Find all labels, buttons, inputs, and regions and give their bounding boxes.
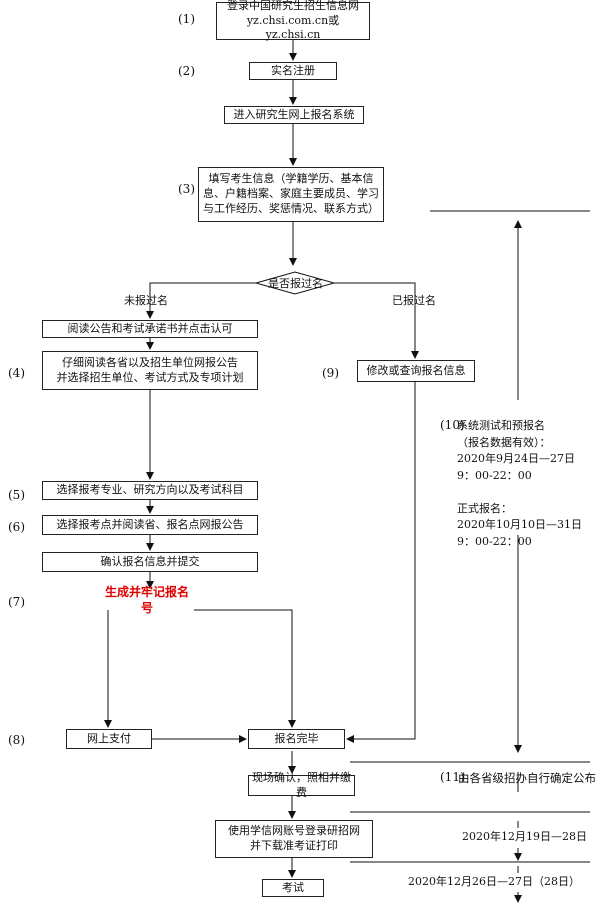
exam-date-label: 2020年12月26日—27日（28日） <box>408 875 580 888</box>
step-number-4: (4) <box>8 366 25 380</box>
registered-label: 已报过名 <box>392 294 436 307</box>
step-number-6: (6) <box>8 520 25 534</box>
download-ticket-box: 使用学信网账号登录研招网 并下载准考证打印 <box>215 820 373 858</box>
registration-complete-box: 报名完毕 <box>248 729 345 749</box>
step-number-9: (9) <box>322 366 339 380</box>
real-name-register-box: 实名注册 <box>249 62 337 80</box>
step-number-5: (5) <box>8 488 25 502</box>
login-website-box: 登录中国研究生招生信息网 yz.chsi.com.cn或yz.chsi.cn <box>216 0 370 41</box>
step-number-1: (1) <box>178 12 195 26</box>
schedule-10-text: 系统测试和预报名 （报名数据有效）： 2020年9月24日—27日 9：00-2… <box>457 419 582 548</box>
enter-system-box: 进入研究生网上报名系统 <box>224 106 364 124</box>
pay-online-box: 网上支付 <box>66 729 152 749</box>
read-carefully-box: 仔细阅读各省以及招生单位网报公告 并选择招生单位、考试方式及专项计划 <box>42 351 258 390</box>
step-number-2: (2) <box>178 64 195 78</box>
confirm-submit-box: 确认报名信息并提交 <box>42 552 258 572</box>
download-date-label: 2020年12月19日—28日 <box>462 830 587 843</box>
choose-site-box: 选择报考点并阅读省、报名点网报公告 <box>42 515 258 535</box>
step-number-10: (10) <box>440 418 465 432</box>
step-number-7: (7) <box>8 595 25 609</box>
not-registered-label: 未报过名 <box>124 294 168 307</box>
onsite-confirm-box: 现场确认，照相并缴费 <box>248 771 355 799</box>
step-number-3: (3) <box>178 182 195 196</box>
modify-query-box: 修改或查询报名信息 <box>357 360 475 382</box>
step-number-11: (11) <box>440 770 465 784</box>
generate-number-label: 生成并牢记报名号 <box>100 585 194 615</box>
schedule-11-text: 由各省级招办自行确定公布 <box>458 771 596 785</box>
exam-box: 考试 <box>262 879 324 897</box>
read-notice-box: 阅读公告和考试承诺书并点击认可 <box>42 320 258 338</box>
step-number-8: (8) <box>8 733 25 747</box>
choose-major-box: 选择报考专业、研究方向以及考试科目 <box>42 481 258 500</box>
decision-label: 是否报过名 <box>268 277 323 290</box>
fill-candidate-info-box: 填写考生信息（学籍学历、基本信息、户籍档案、家庭主要成员、学习与工作经历、奖惩情… <box>198 167 384 222</box>
